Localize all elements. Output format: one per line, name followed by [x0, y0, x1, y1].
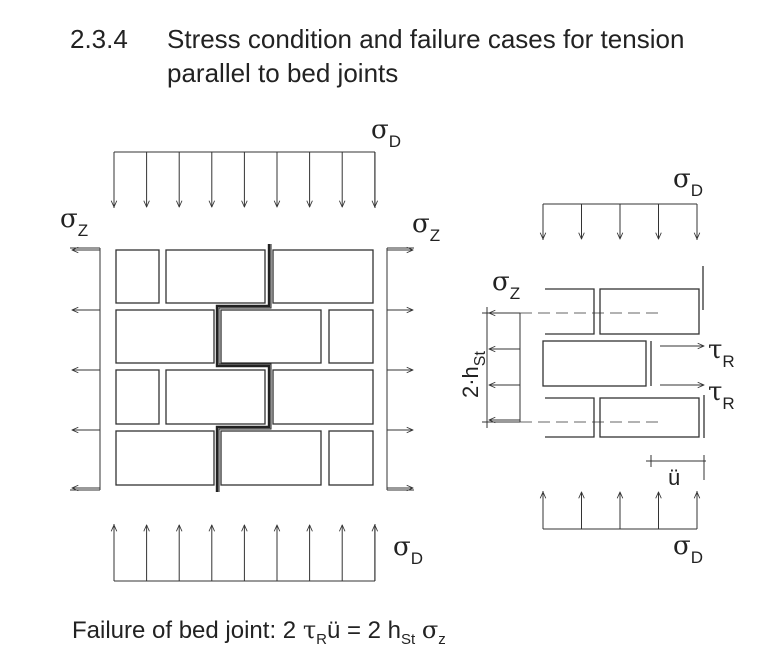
detail-top-load-block: [543, 203, 697, 240]
brick: [165, 249, 266, 304]
brick: [599, 288, 700, 335]
brick: [115, 249, 160, 304]
brick: [328, 309, 374, 364]
tau-r-upper-label: τR: [708, 335, 735, 371]
top-load-block: [114, 151, 375, 208]
sigma-d-bottom-label: σD: [393, 532, 423, 568]
left-tension-arrows: [72, 250, 100, 488]
left-tension-block: [70, 248, 101, 490]
right-tension-block: [386, 248, 414, 490]
brick-wall: [115, 249, 374, 486]
sigma-z-left-label: σZ: [60, 204, 88, 240]
top-load-arrows: [114, 152, 375, 207]
brick: [272, 369, 374, 425]
failure-formula: Failure of bed joint: 2 τRü = 2 hSt σz: [72, 616, 446, 648]
detail-sigma-z-label: σZ: [492, 267, 520, 303]
detail-top-arrows: [543, 204, 697, 239]
bottom-load-block: [114, 524, 375, 582]
brick: [542, 340, 647, 387]
brick-partial: [545, 397, 595, 438]
section-number: 2.3.4: [70, 24, 128, 54]
detail-tension-arrows: [489, 313, 520, 420]
height-dimension: [482, 307, 492, 428]
section-title-line-2: parallel to bed joints: [167, 58, 399, 88]
brick: [115, 309, 215, 364]
brick: [599, 397, 700, 438]
brick-partial: [545, 288, 595, 335]
detail-bottom-arrows: [543, 492, 697, 529]
sigma-z-right-label: σZ: [412, 209, 440, 245]
detail-sigma-d-bottom-label: σD: [673, 531, 703, 567]
bottom-load-arrows: [114, 525, 375, 581]
height-label: 2·hSt: [458, 351, 489, 398]
brick: [115, 430, 215, 486]
brick: [115, 369, 160, 425]
overlap-dimension: [646, 455, 706, 480]
shear-arrows: [660, 346, 704, 385]
brick: [220, 309, 322, 364]
detail-sigma-d-top-label: σD: [673, 164, 703, 200]
tau-r-lower-label: τR: [708, 377, 735, 413]
section-title-line-1: Stress condition and failure cases for t…: [167, 24, 685, 54]
crack-line: [215, 244, 271, 492]
overlap-label: ü: [668, 465, 680, 490]
brick: [328, 430, 374, 486]
brick: [220, 430, 322, 486]
detail-bottom-load-block: [543, 491, 697, 530]
brick: [272, 249, 374, 304]
brick: [165, 369, 266, 425]
sigma-d-top-label: σD: [371, 115, 401, 151]
detail-bricks: [520, 266, 705, 438]
right-tension-arrows: [387, 250, 413, 488]
detail-tension-block: [487, 313, 521, 422]
